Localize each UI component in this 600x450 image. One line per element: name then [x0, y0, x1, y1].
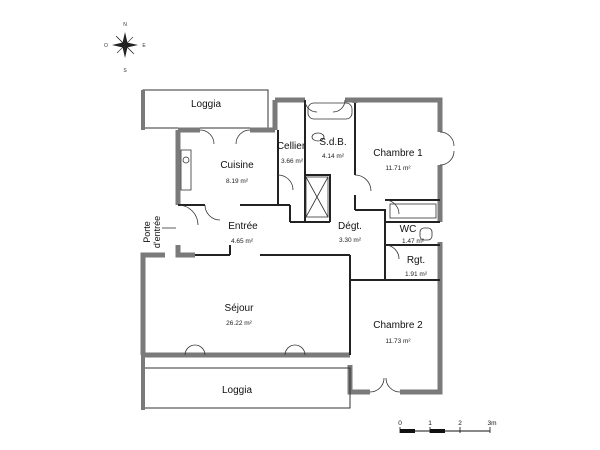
door-swings — [177, 99, 455, 393]
room-label-chambre2: Chambre 2 11.73 m² — [373, 320, 423, 345]
room-label-loggia-top: Loggia — [191, 99, 221, 110]
room-area: 3.30 m² — [339, 237, 362, 244]
scale-tick-1: 1 — [428, 420, 432, 427]
entrance-line1: Porte — [142, 221, 152, 243]
interior-walls — [178, 100, 440, 355]
loggia-top — [141, 89, 269, 130]
exterior-walls — [140, 97, 443, 395]
room-name: Chambre 1 — [373, 148, 423, 159]
room-label-cellier: Cellier 3.66 m² — [277, 141, 306, 165]
loggia-bottom — [141, 355, 351, 410]
room-label-rgt: Rgt. 1.91 m² — [405, 255, 428, 278]
room-area: 4.65 m² — [231, 238, 254, 245]
room-label-wc: WC 1.47 m² — [400, 224, 425, 245]
scale-bar: 0 1 2 3m — [398, 420, 497, 433]
room-label-degt: Dégt. 3.30 m² — [338, 221, 362, 244]
room-name: Entrée — [228, 221, 258, 232]
scale-tick-0: 0 — [398, 420, 402, 427]
room-area: 1.91 m² — [405, 271, 428, 278]
compass-east: E — [142, 43, 146, 49]
fixtures — [180, 102, 437, 241]
room-area: 4.14 m² — [322, 153, 345, 160]
bathtub — [307, 102, 353, 120]
room-label-sejour: Séjour 26.22 m² — [225, 303, 255, 327]
room-area: 26.22 m² — [226, 320, 252, 327]
entrance-line2: d'entrée — [152, 216, 162, 248]
compass-south: S — [123, 68, 127, 74]
room-name: Séjour — [225, 303, 255, 314]
scale-tick-3: 3m — [487, 420, 496, 427]
room-name: Loggia — [222, 385, 252, 396]
room-area: 11.73 m² — [385, 338, 411, 345]
room-name: Cellier — [277, 141, 306, 152]
scale-tick-2: 2 — [458, 420, 462, 427]
room-name: Dégt. — [338, 221, 362, 232]
shower-tray — [305, 176, 329, 218]
room-area: 3.66 m² — [281, 158, 304, 165]
room-label-sdb: S.d.B. 4.14 m² — [319, 137, 346, 160]
room-name: Chambre 2 — [373, 320, 423, 331]
toilet — [419, 227, 433, 241]
storage-unit — [389, 203, 437, 219]
room-name: S.d.B. — [319, 137, 346, 148]
compass-west: O — [104, 43, 108, 49]
room-label-cuisine: Cuisine 8.19 m² — [220, 160, 254, 185]
room-label-entree: Entrée 4.65 m² — [228, 221, 258, 245]
sink-sdb — [311, 132, 325, 142]
room-name: Rgt. — [407, 255, 425, 266]
entrance-label: Porte d'entrée — [142, 216, 162, 248]
kitchen-counter — [180, 149, 192, 191]
room-area: 11.71 m² — [385, 165, 411, 172]
compass-north: N — [123, 22, 127, 28]
room-name: Loggia — [191, 99, 221, 110]
room-label-chambre1: Chambre 1 11.71 m² — [373, 148, 423, 172]
room-label-loggia-bottom: Loggia — [222, 385, 252, 396]
room-name: WC — [400, 224, 417, 235]
room-area: 8.19 m² — [226, 178, 249, 185]
compass-rose-icon: N S E O — [104, 22, 146, 74]
room-area: 1.47 m² — [402, 238, 425, 245]
room-name: Cuisine — [220, 160, 254, 171]
